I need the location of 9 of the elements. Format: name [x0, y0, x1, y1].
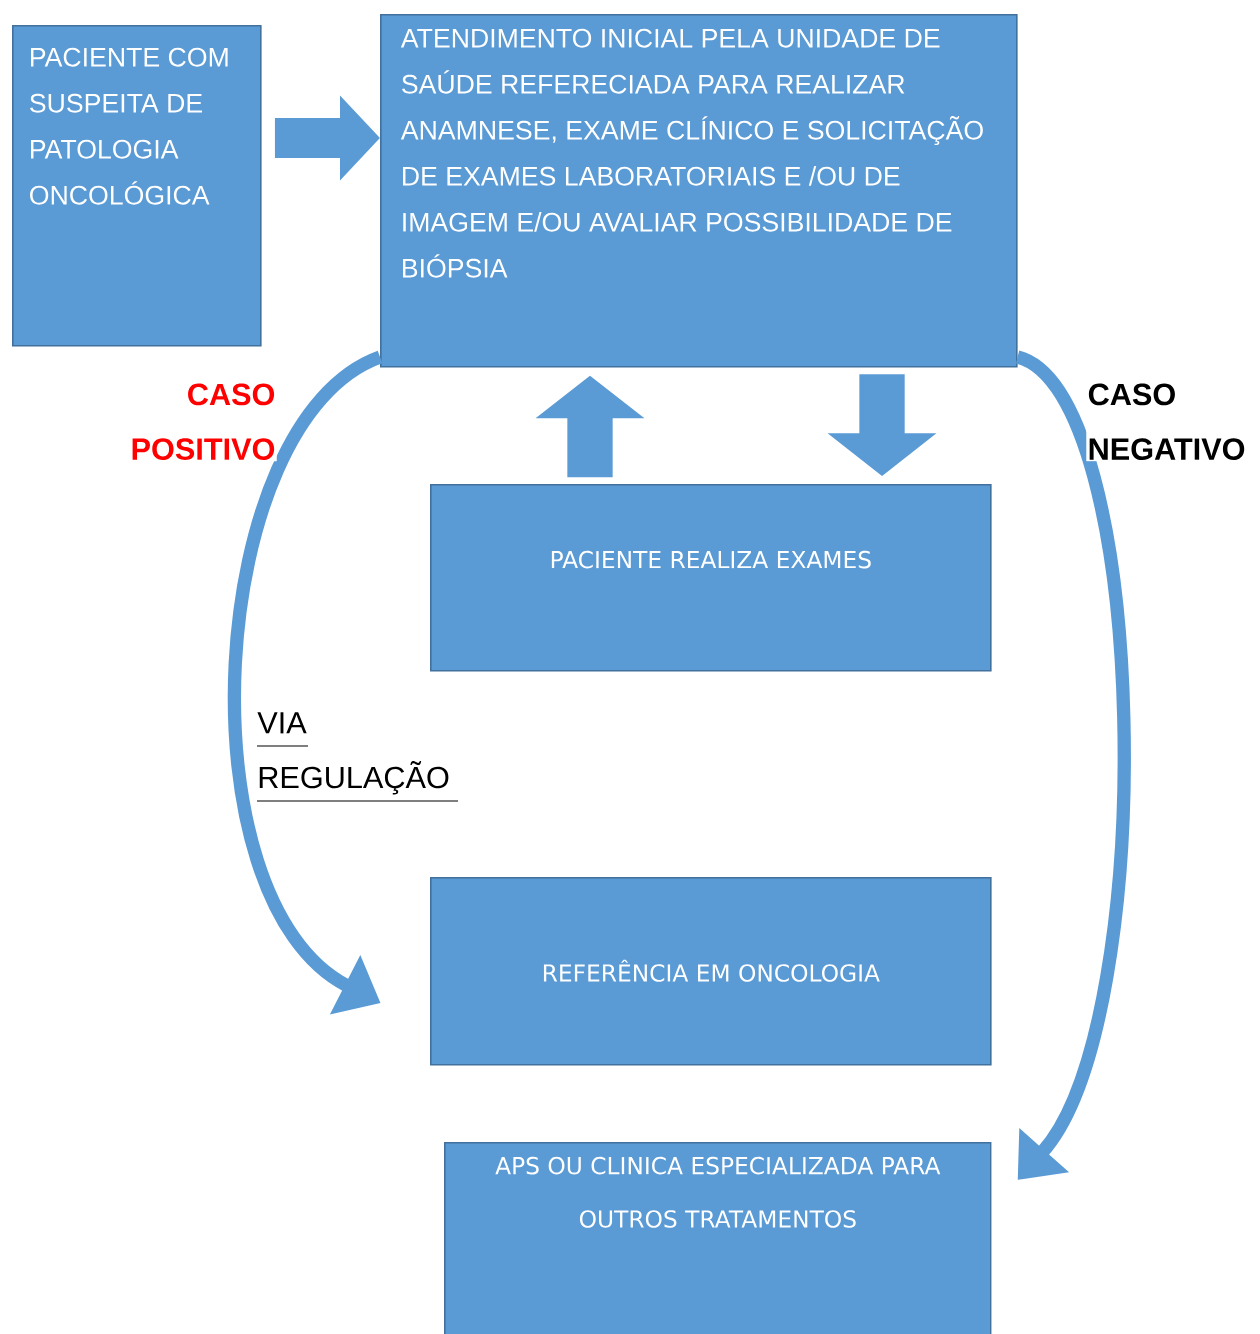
- process-box: ATENDIMENTO INICIAL PELA UNIDADE DE SAÚDE REFERECIADA PARA REALIZAR ANAMNESE, EXAME CLÍNICO E SOLICITAÇÃO DE EXAMES LABORATORIAIS E /OU DE IMAGEM E/OU AVALIAR POSSIBILIDADE DE BIÓPSIA: [380, 14, 1018, 368]
- curved-arrow: [1013, 351, 1131, 1180]
- edge-label: CASO NEGATIVO: [1086, 382, 1260, 462]
- process-box: PACIENTE COM SUSPEITA DE PATOLOGIA ONCOLÓGICA: [12, 25, 262, 347]
- process-box: REFERÊNCIA EM ONCOLOGIA: [430, 877, 992, 1066]
- underlined-note: VIA REGULAÇÃO: [256, 712, 459, 802]
- process-box: PACIENTE REALIZA EXAMES: [430, 484, 992, 672]
- process-box: APS OU CLINICA ESPECIALIZADA PARA OUTROS TRATAMENTOS: [444, 1142, 992, 1334]
- edge-label: CASO POSITIVO: [114, 382, 277, 462]
